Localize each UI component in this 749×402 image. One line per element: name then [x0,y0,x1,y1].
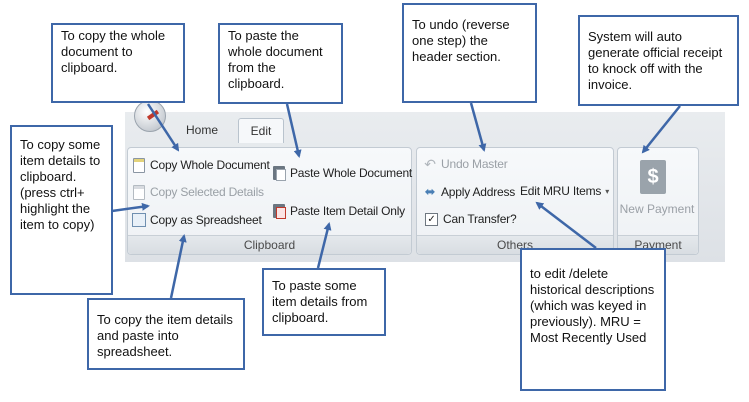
copy-selected-details-label: Copy Selected Details [150,185,264,199]
paste-whole-document-button[interactable]: Paste Whole Document [272,165,412,181]
callout-paste-item-detail: To paste some item details from clipboar… [262,268,386,336]
chevron-down-icon: ▾ [605,186,610,196]
edit-mru-items-dropdown[interactable]: Edit MRU Items ▾ [520,184,609,198]
clipboard-group: Clipboard [127,147,412,255]
checkbox-checked-icon[interactable]: ✓ [425,212,438,226]
tab-edit[interactable]: Edit [238,118,284,143]
copy-as-spreadsheet-label: Copy as Spreadsheet [150,213,262,227]
callout-edit-mru-items: to edit /delete historical descriptions … [520,248,666,391]
callout-copy-as-spreadsheet: To copy the item details and paste into … [87,298,245,370]
signpost-icon: ⬌ [424,184,436,199]
copy-whole-document-button[interactable]: Copy Whole Document [132,157,270,173]
callout-paste-whole-document: To paste the whole document from the cli… [218,23,343,104]
new-payment-button[interactable]: New Payment [619,202,695,216]
callout-undo-master: To undo (reverse one step) the header se… [402,3,537,103]
paste-item-detail-only-button[interactable]: Paste Item Detail Only [272,203,405,219]
paste-item-icon [272,203,286,219]
copy-as-spreadsheet-button[interactable]: Copy as Spreadsheet [132,212,262,228]
copy-selected-details-button[interactable]: Copy Selected Details [132,184,264,200]
callout-copy-selected-details: To copy some item details to clipboard. … [10,125,113,295]
apply-address-button[interactable]: ⬌ Apply Address [423,184,516,200]
document-copy-icon [132,157,146,173]
undo-master-label: Undo Master [441,157,508,171]
can-transfer-checkbox[interactable]: ✓ Can Transfer? [425,212,517,226]
callout-copy-whole-document: To copy the whole document to clipboard. [51,23,185,103]
spreadsheet-icon [132,212,146,228]
paste-item-detail-only-label: Paste Item Detail Only [290,204,405,218]
callout-new-payment: System will auto generate official recei… [578,15,739,106]
new-payment-icon[interactable]: $ [640,160,666,194]
edit-mru-items-label: Edit MRU Items [520,184,602,198]
clipboard-group-label: Clipboard [128,235,411,254]
undo-master-button[interactable]: ↶ Undo Master [423,155,508,172]
copy-whole-document-label: Copy Whole Document [150,158,270,172]
undo-icon: ↶ [424,155,436,172]
tab-home[interactable]: Home [185,123,218,137]
apply-address-label: Apply Address [441,185,516,199]
can-transfer-label: Can Transfer? [443,212,517,226]
paste-icon [272,165,286,181]
paste-whole-document-label: Paste Whole Document [290,166,413,180]
document-copy-disabled-icon [132,184,146,200]
